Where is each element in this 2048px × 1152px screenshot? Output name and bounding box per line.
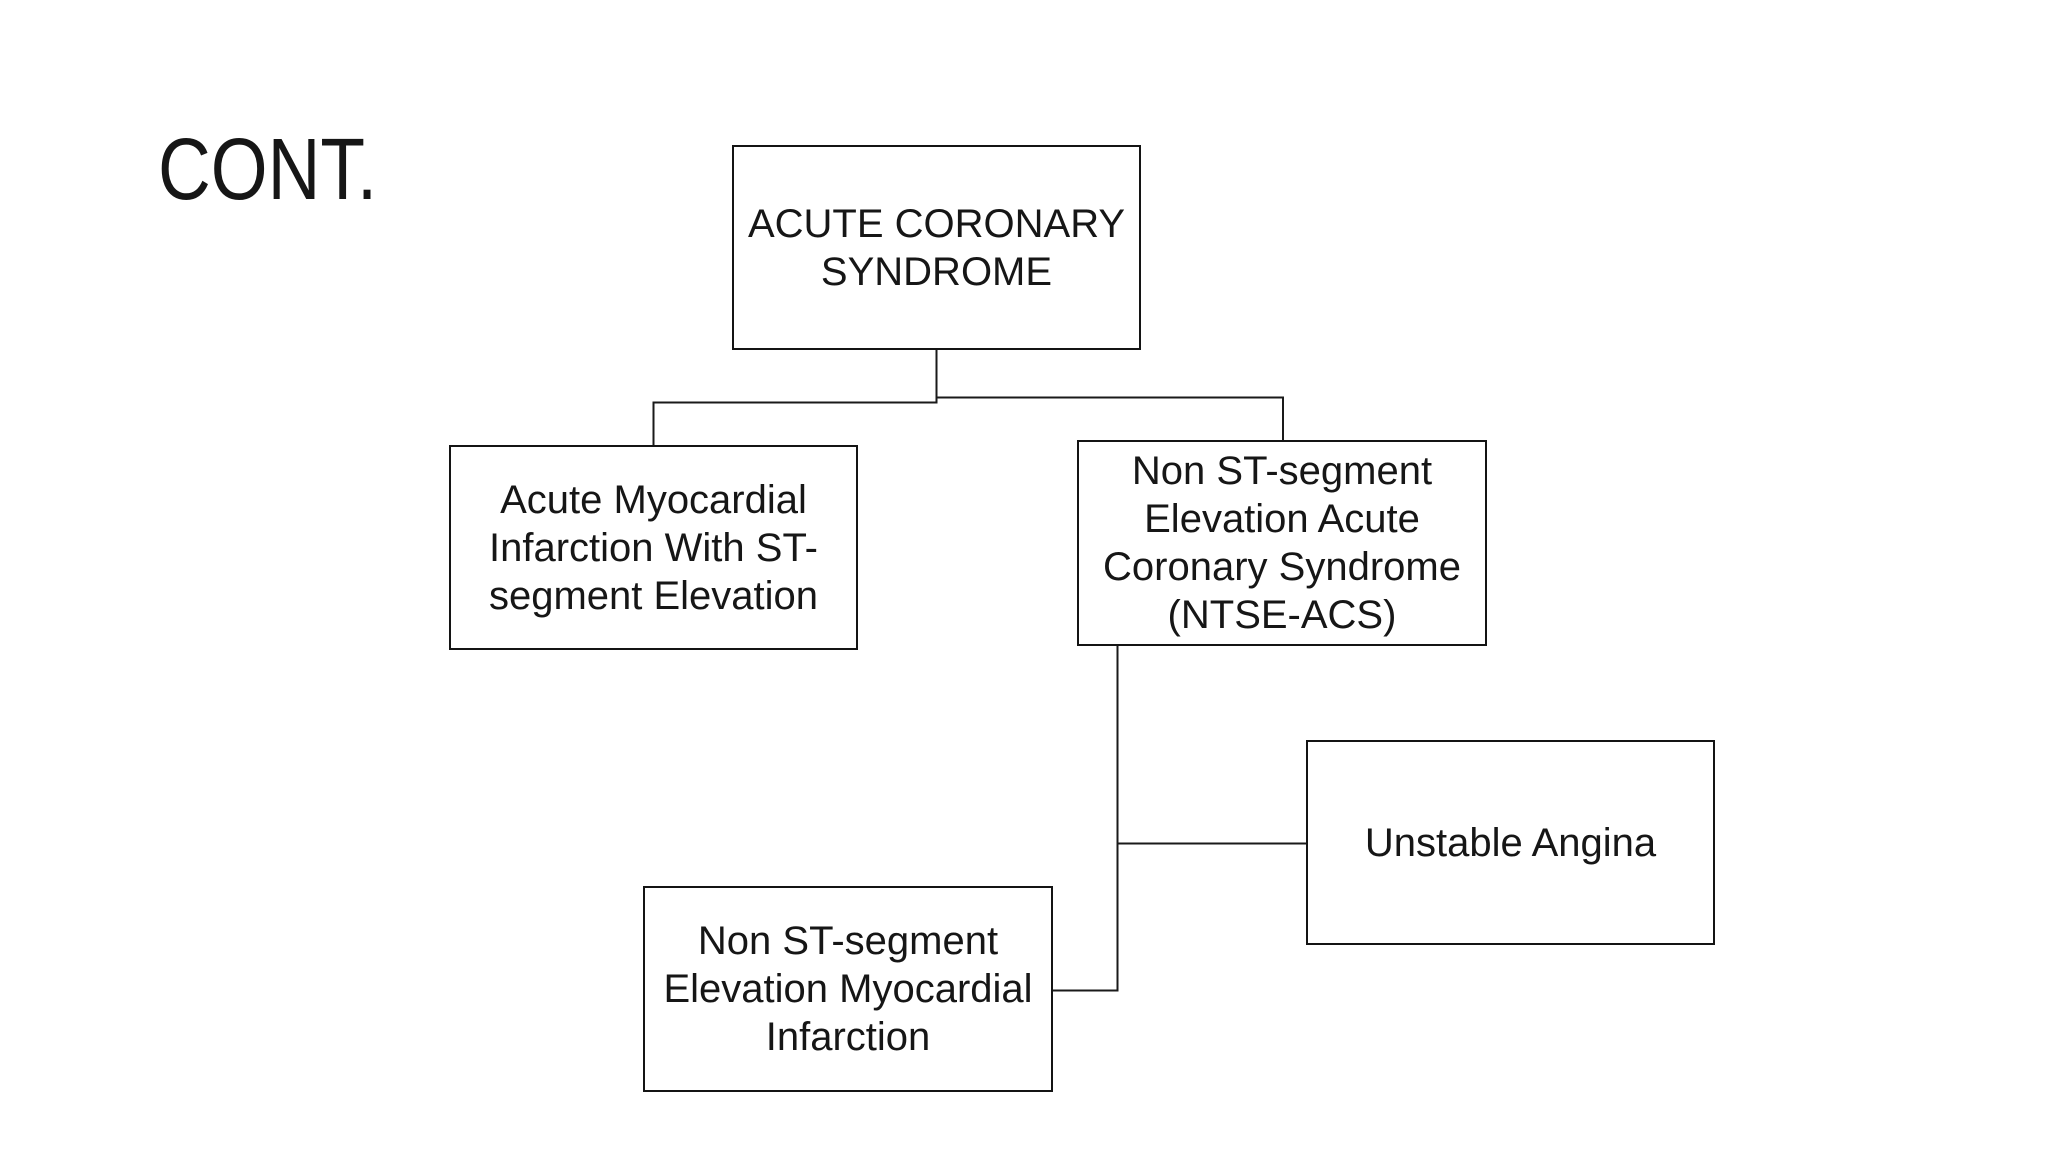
flowchart-box-ami-st-segment-elevation: Acute Myocardial Infarction With ST- seg…	[449, 445, 858, 650]
flowchart-box-unstable-angina: Unstable Angina	[1306, 740, 1715, 945]
flowchart-box-nstemi: Non ST-segment Elevation Myocardial Infa…	[643, 886, 1053, 1092]
connector-acs-to-stemi	[652, 350, 938, 445]
flowchart-box-label: Non ST-segment Elevation Myocardial Infa…	[663, 919, 1033, 1059]
flowchart-box-label: Acute Myocardial Infarction With ST- seg…	[488, 477, 819, 618]
connector-ntse-acs-to-nstemi	[1053, 646, 1119, 992]
slide-title: CONT.	[158, 121, 378, 218]
flowchart-box-acute-coronary-syndrome: ACUTE CORONARY SYNDROME	[732, 145, 1141, 350]
flowchart-box-label: Non ST-segment Elevation Acute Coronary …	[1103, 449, 1461, 637]
flowchart-box-ntse-acs: Non ST-segment Elevation Acute Coronary …	[1077, 440, 1487, 646]
flowchart-box-label: ACUTE CORONARY SYNDROME	[747, 201, 1126, 294]
connector-acs-to-ntse-acs	[935, 350, 1284, 440]
flowchart-box-label: Unstable Angina	[1364, 820, 1657, 865]
